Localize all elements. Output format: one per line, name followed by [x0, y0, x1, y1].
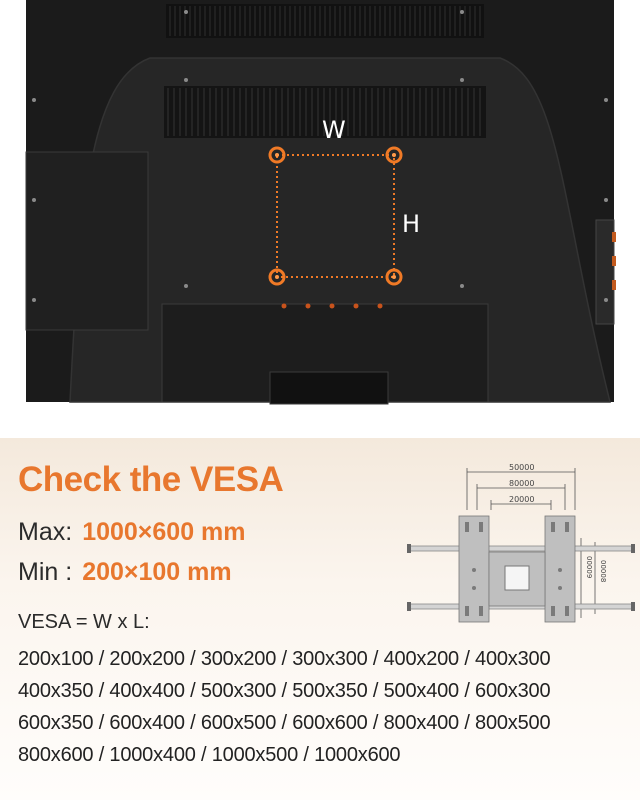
- dim-v2: 00008: [599, 560, 607, 582]
- vesa-formula: VESA = W x L:: [18, 611, 150, 633]
- dim-low: 20000: [509, 495, 534, 504]
- width-label: W: [322, 116, 346, 144]
- dim-top: 50000: [509, 463, 534, 472]
- right-port-block: [595, 219, 615, 325]
- dim-mid: 80000: [509, 479, 534, 488]
- tv-back-illustration: [25, 0, 616, 405]
- vesa-pattern-outline: [276, 154, 395, 278]
- dim-v1: 00009: [585, 556, 593, 578]
- panel-title: Check the VESA: [18, 460, 284, 499]
- stand-slot: [269, 371, 389, 405]
- min-label: Min :: [18, 558, 73, 586]
- vesa-size-list: 200x100 / 200x200 / 300x200 / 300x300 / …: [18, 643, 634, 771]
- size-line: 400x350 / 400x400 / 500x300 / 500x350 / …: [18, 680, 551, 702]
- min-value: 200×100 mm: [82, 558, 232, 586]
- max-label: Max:: [18, 518, 73, 546]
- size-line: 600x350 / 600x400 / 600x500 / 600x600 / …: [18, 712, 551, 734]
- tv-back-view: W H: [25, 0, 616, 405]
- size-line: 800x600 / 1000x400 / 1000x500 / 1000x600: [18, 744, 401, 766]
- size-line: 200x100 / 200x200 / 300x200 / 300x300 / …: [18, 648, 551, 670]
- left-side-panel: [25, 151, 149, 331]
- vesa-holes: [268, 146, 403, 286]
- mount-bracket-diagram: 50000 80000 20000 00009 00008: [407, 463, 635, 623]
- vesa-info-panel: Check the VESA Max: 1000×600 mm Min : 200×…: [0, 438, 640, 800]
- max-spec-row: Max: 1000×600 mm: [18, 518, 246, 547]
- min-spec-row: Min : 200×100 mm: [18, 558, 232, 587]
- height-label: H: [402, 210, 421, 238]
- max-value: 1000×600 mm: [82, 518, 246, 546]
